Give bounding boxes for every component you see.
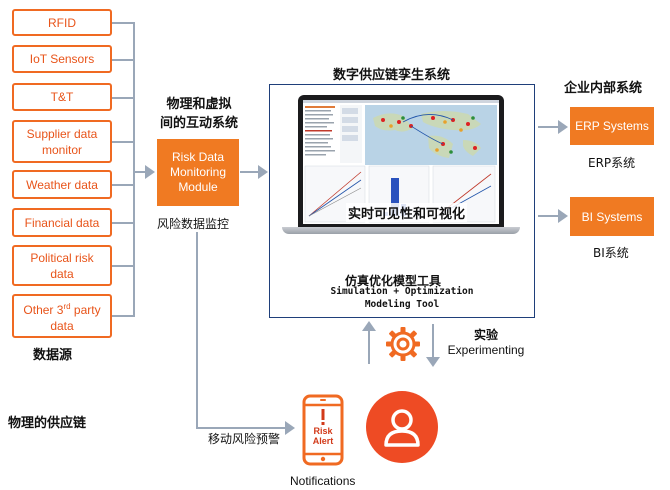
risk-data-monitoring-module[interactable]: Risk Data Monitoring Module	[157, 139, 239, 206]
interaction-system-title: 物理和虚拟 间的互动系统	[159, 97, 238, 131]
bi-systems-block[interactable]: BI Systems	[570, 197, 654, 236]
erp-caption: ERP系统	[588, 156, 636, 170]
risk-alert-text: Risk Alert	[312, 426, 334, 446]
phone-icon[interactable]: Risk Alert	[302, 394, 344, 466]
connector	[112, 265, 134, 267]
connector	[432, 324, 434, 358]
erp-systems-block[interactable]: ERP Systems	[570, 107, 654, 145]
laptop-base	[282, 227, 520, 234]
risk-monitoring-caption: 风险数据监控	[157, 217, 230, 231]
gear-icon[interactable]	[383, 324, 423, 364]
source-iot-sensors[interactable]: IoT Sensors	[12, 45, 112, 73]
source-weather-data[interactable]: Weather data	[12, 170, 112, 199]
notifications-label: Notifications	[290, 474, 356, 488]
connector	[196, 427, 286, 429]
experimenting-label: 实验 Experimenting	[447, 328, 525, 357]
digital-twin-frame	[269, 84, 535, 318]
connector	[112, 141, 134, 143]
connector	[112, 59, 134, 61]
connector	[538, 215, 560, 217]
dashboard-screen	[303, 100, 499, 224]
digital-twin-title: 数字供应链孪生系统	[333, 68, 451, 83]
source-rfid[interactable]: RFID	[12, 9, 112, 36]
arrow-up-icon	[362, 321, 376, 331]
connector-bus	[133, 22, 135, 317]
connector	[112, 22, 134, 24]
source-political-risk-data[interactable]: Political risk data	[12, 245, 112, 286]
user-icon[interactable]	[366, 391, 438, 463]
connector	[112, 222, 134, 224]
connector	[240, 171, 260, 173]
connector	[112, 315, 134, 317]
source-other-3rd-party-data[interactable]: Other 3rd party data	[12, 294, 112, 338]
visibility-caption: 实时可见性和可视化	[346, 203, 468, 222]
arrow-right-icon	[285, 421, 295, 435]
connector	[134, 171, 146, 173]
arrow-right-icon	[258, 165, 268, 179]
connector	[368, 330, 370, 364]
bi-caption: BI系统	[593, 246, 629, 260]
simulation-tool-cn: 仿真优化模型工具	[345, 274, 442, 288]
connector	[112, 184, 134, 186]
dashboard-graphic	[303, 100, 499, 223]
simulation-tool-en: Simulation + Optimization Modeling Tool	[330, 286, 474, 310]
source-supplier-data-monitor[interactable]: Supplier data monitor	[12, 120, 112, 163]
arrow-down-icon	[426, 357, 440, 367]
physical-supply-chain-label: 物理的供应链	[8, 416, 87, 431]
laptop-screen	[298, 95, 504, 227]
enterprise-systems-title: 企业内部系统	[564, 81, 643, 96]
source-financial-data[interactable]: Financial data	[12, 208, 112, 237]
arrow-right-icon	[558, 209, 568, 223]
source-track-and-trace[interactable]: T&T	[12, 83, 112, 111]
data-sources-caption: 数据源	[33, 348, 73, 363]
connector	[112, 97, 134, 99]
connector	[196, 232, 198, 428]
connector	[538, 126, 560, 128]
mobile-alert-caption: 移动风险预警	[208, 432, 281, 446]
arrow-right-icon	[145, 165, 155, 179]
arrow-right-icon	[558, 120, 568, 134]
